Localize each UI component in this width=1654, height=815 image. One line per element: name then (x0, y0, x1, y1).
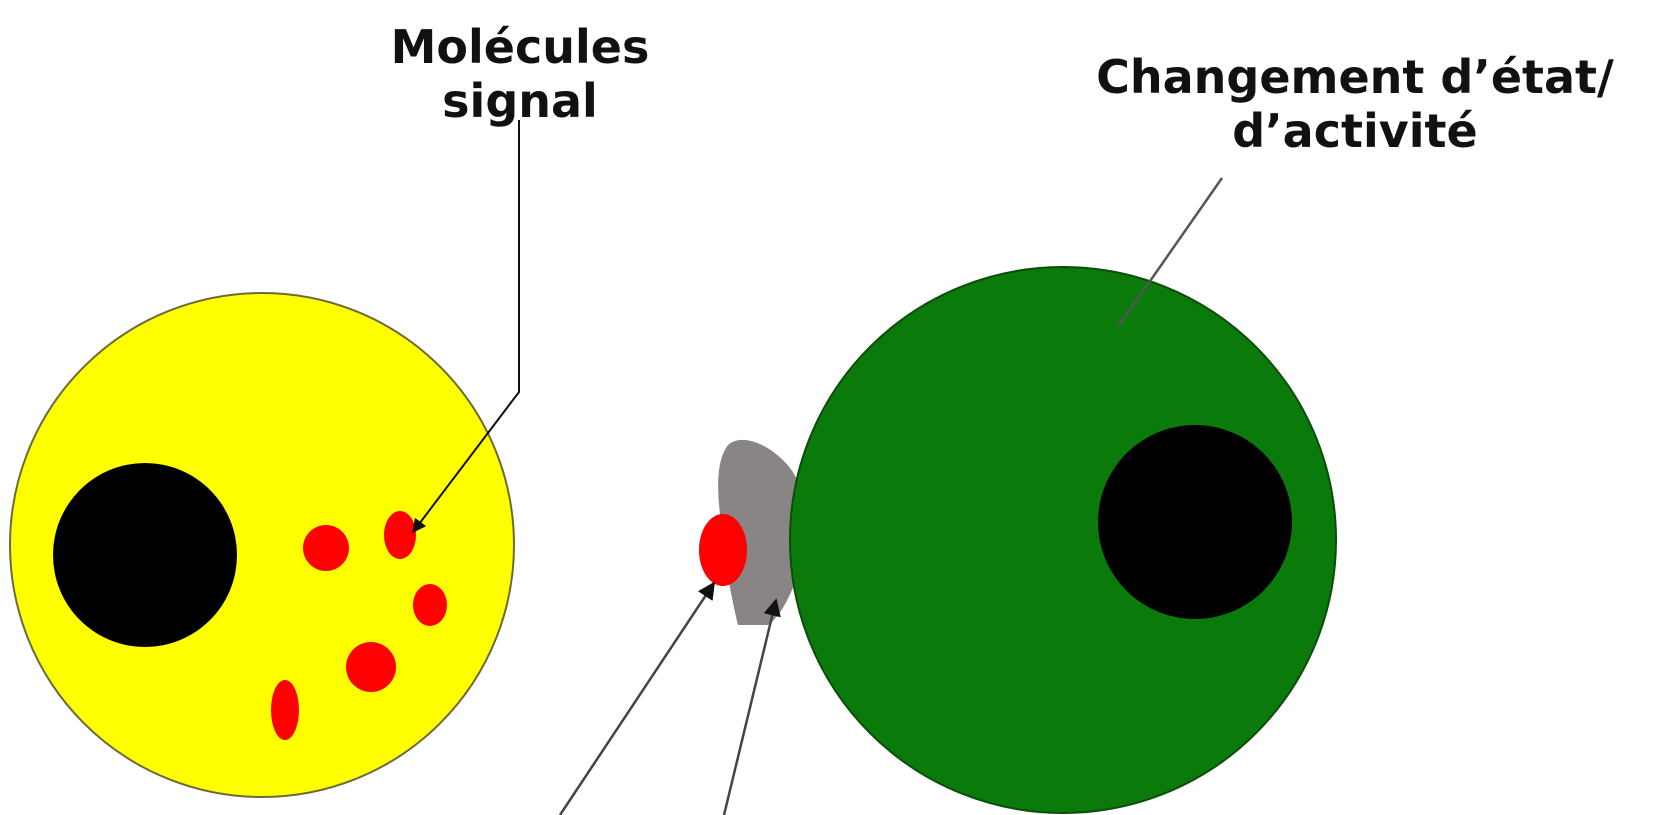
signal-molecules-label-line2: signal (442, 74, 598, 128)
signal-molecule (413, 584, 447, 626)
signal-molecule (303, 525, 349, 571)
signal-molecule (346, 642, 396, 692)
signal-molecules-label: Molécules signal (360, 20, 680, 128)
signal-molecule (271, 680, 299, 740)
state-change-label-line2: d’activité (1232, 104, 1477, 158)
state-change-label: Changement d’état/ d’activité (1090, 50, 1620, 158)
emitting-cell-nucleus (53, 463, 237, 647)
target-cell-nucleus (1098, 425, 1292, 619)
signal-molecule (384, 511, 416, 559)
bound-signal-molecule (699, 514, 747, 586)
state-change-label-line1: Changement d’état/ (1096, 50, 1614, 104)
signal-molecules-label-line1: Molécules (391, 20, 650, 74)
